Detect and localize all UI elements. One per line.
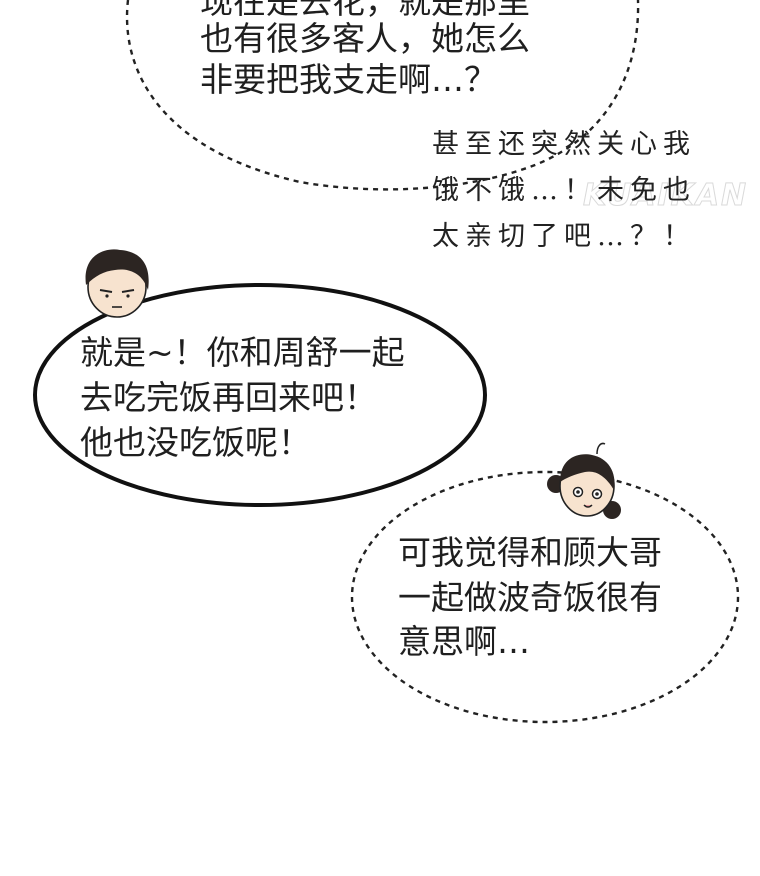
boy-speech-line-3: 他也没吃饭呢！	[80, 423, 311, 462]
boy-speech-bubble	[33, 283, 487, 507]
girl-thought-line-1: 可我觉得和顾大哥	[398, 533, 662, 572]
side-note-line-1: 甚至还突然关心我	[432, 129, 696, 160]
girl-thought-bubble	[350, 470, 740, 724]
side-note-line-2: 饿不饿…！未免也	[432, 175, 696, 206]
kuaikan-watermark-logo: KUAIKAN	[582, 178, 749, 214]
top-thought-bubble	[125, 0, 640, 191]
top-thought-line-2: 也有很多客人，她怎么	[200, 19, 530, 58]
girl-thought-line-3: 意思啊…	[398, 622, 530, 661]
boy-speech-line-2: 去吃完饭再回来吧！	[80, 378, 377, 417]
boy-speech-line-1: 就是~！你和周舒一起	[80, 333, 405, 372]
top-thought-line-1: 现在是去花，就是那里	[200, 0, 530, 21]
girl-thought-line-2: 一起做波奇饭很有	[398, 578, 662, 617]
top-thought-line-3: 非要把我支走啊…？	[200, 60, 497, 99]
boy-face-icon	[85, 249, 149, 318]
side-note-line-3: 太亲切了吧…？！	[432, 221, 696, 252]
girl-face-icon	[547, 442, 621, 519]
